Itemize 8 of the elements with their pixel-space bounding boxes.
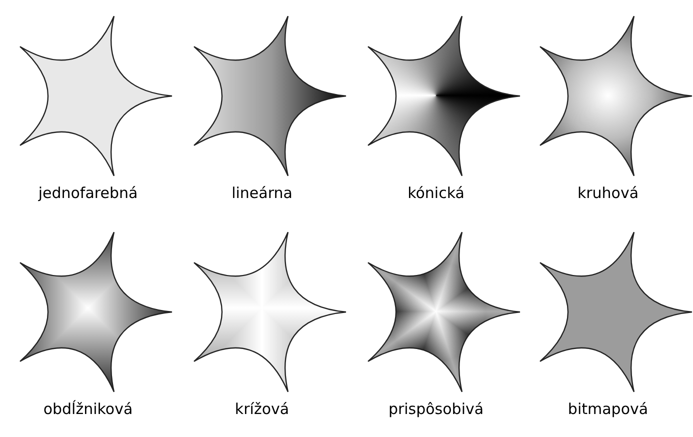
fill-type-label: obdĺžniková — [42, 400, 134, 418]
fill-type-label: prispôsobivá — [387, 400, 485, 418]
fill-type-label: lineárna — [230, 184, 294, 202]
fill-type-label: bitmapová — [566, 400, 650, 418]
fill-type-label: kruhová — [576, 184, 640, 202]
fill-type-label: jednofarebná — [37, 184, 139, 202]
fill-type-label: kónická — [406, 184, 466, 202]
fill-type-label: krížová — [234, 400, 290, 418]
